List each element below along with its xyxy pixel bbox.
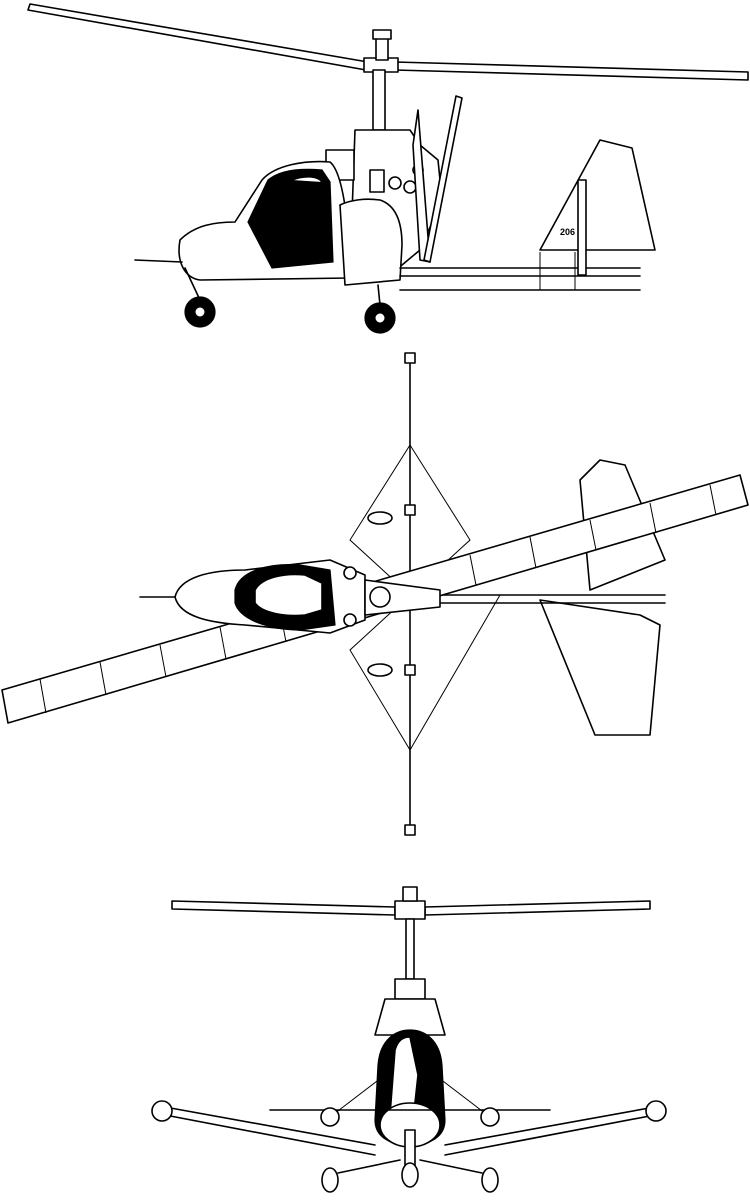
fuselage-pod bbox=[134, 160, 403, 286]
rotor-hub-top-view bbox=[369, 586, 391, 608]
wingtip-float bbox=[645, 1100, 667, 1122]
top-view-drawing bbox=[1, 352, 749, 836]
front-view-drawing bbox=[151, 886, 667, 1193]
wingtip-float bbox=[151, 1100, 173, 1122]
tail-boom bbox=[399, 252, 641, 291]
nose-wheel bbox=[184, 267, 216, 328]
fuselage-front bbox=[374, 1029, 446, 1171]
tail-code: 206 bbox=[560, 227, 575, 237]
engine-cowling bbox=[339, 198, 403, 286]
fuselage-top-view bbox=[139, 511, 441, 677]
outrigger-front bbox=[151, 1074, 667, 1156]
cockpit-canopy bbox=[247, 168, 334, 269]
horizontal-stabilizer bbox=[429, 459, 666, 736]
wheel-top-view bbox=[367, 511, 393, 525]
pylon-front bbox=[374, 978, 446, 1036]
top-view bbox=[0, 345, 750, 875]
wheel-top-view bbox=[367, 663, 393, 677]
nose-wheels-front bbox=[321, 1159, 499, 1193]
propeller-blade bbox=[423, 95, 463, 263]
main-wheel-front bbox=[480, 1107, 500, 1127]
rotor-mast bbox=[372, 29, 392, 131]
main-wheel-front bbox=[320, 1107, 340, 1127]
main-rotor-blade bbox=[27, 3, 749, 81]
main-rotor-front bbox=[171, 886, 651, 980]
side-view-drawing: 206 bbox=[27, 3, 749, 334]
vertical-fin: 206 bbox=[539, 139, 656, 276]
main-wheel bbox=[364, 284, 396, 334]
side-view: 206 bbox=[0, 0, 750, 345]
engine-pylon bbox=[325, 95, 463, 276]
front-view bbox=[0, 875, 750, 1201]
